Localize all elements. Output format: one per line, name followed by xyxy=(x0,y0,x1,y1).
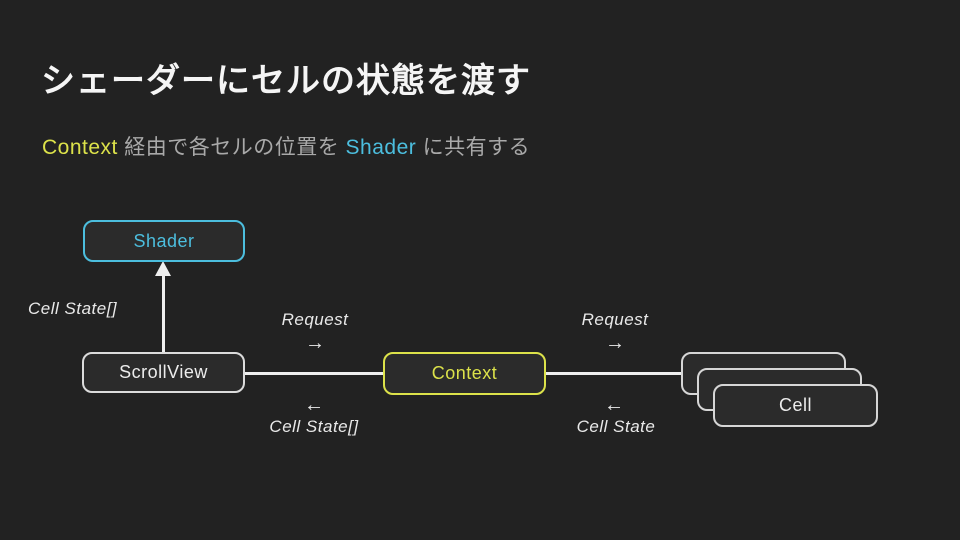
subtitle-context-word: Context xyxy=(42,136,118,159)
scrollview-node: ScrollView xyxy=(82,352,245,393)
arrowhead-up-icon xyxy=(155,261,171,276)
subtitle-middle-text: 経由で各セルの位置を xyxy=(117,136,346,159)
cell-node-label: Cell xyxy=(778,395,812,415)
connector-scrollview-context xyxy=(245,372,385,375)
edge-label-request-right: Request xyxy=(581,310,649,329)
edge-label-cell-state-return: Cell State xyxy=(576,417,656,436)
left-arrow-icon: ← xyxy=(304,394,324,416)
edge-label-cell-state-array-up: Cell State[] xyxy=(28,299,118,318)
edge-label-request-left: Request xyxy=(281,310,349,329)
slide-title: シェーダーにセルの状態を渡す xyxy=(41,62,531,100)
left-arrow-icon: ← xyxy=(604,394,624,416)
edge-label-cell-state-array-return: Cell State[] xyxy=(269,417,359,436)
connector-context-cell xyxy=(544,372,683,375)
cell-node: Cell xyxy=(713,384,878,427)
connector-scrollview-shader xyxy=(162,274,165,353)
shader-node: Shader xyxy=(83,220,245,262)
context-node-label: Context xyxy=(431,363,498,383)
right-arrow-icon: → xyxy=(605,332,625,354)
scrollview-node-label: ScrollView xyxy=(119,362,208,382)
context-node: Context xyxy=(383,352,546,395)
subtitle-shader-word: Shader xyxy=(345,136,417,159)
subtitle-tail-text: に共有する xyxy=(416,136,531,159)
slide-subtitle: Context 経由で各セルの位置を Shader に共有する xyxy=(42,131,530,161)
right-arrow-icon: → xyxy=(305,332,325,354)
shader-node-label: Shader xyxy=(133,230,195,251)
